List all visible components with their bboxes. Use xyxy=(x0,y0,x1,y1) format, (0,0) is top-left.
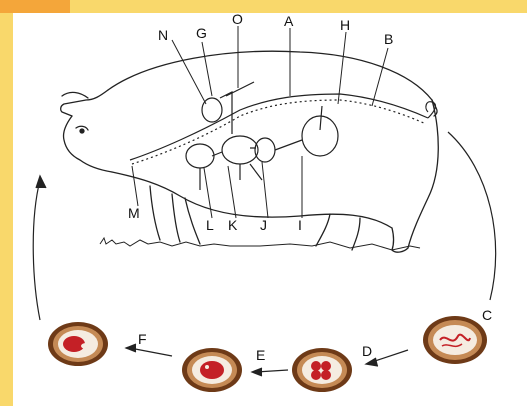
egg-stage-icon xyxy=(182,348,242,392)
label-leaders xyxy=(132,26,388,218)
label-M: M xyxy=(128,205,140,221)
label-L: L xyxy=(206,217,214,233)
label-H: H xyxy=(340,17,350,33)
frame-corner-accent xyxy=(0,0,70,13)
grass-ground xyxy=(100,238,420,250)
label-C: C xyxy=(482,307,492,323)
egg-stage-icon xyxy=(48,322,108,366)
label-E: E xyxy=(256,347,265,363)
label-A: A xyxy=(284,13,294,29)
label-D: D xyxy=(362,343,372,359)
label-K: K xyxy=(228,217,238,233)
label-G: G xyxy=(196,25,207,41)
egg-stage-icon xyxy=(423,316,487,364)
label-I: I xyxy=(298,217,302,233)
label-N: N xyxy=(158,27,168,43)
label-F: F xyxy=(138,331,147,347)
arrow-pig-to-C xyxy=(448,132,496,300)
egg-stage-icon xyxy=(292,348,352,392)
pig-outline-icon xyxy=(61,51,439,252)
label-J: J xyxy=(260,217,267,233)
label-O: O xyxy=(232,11,243,27)
worm-path xyxy=(130,82,435,190)
label-B: B xyxy=(384,31,393,47)
